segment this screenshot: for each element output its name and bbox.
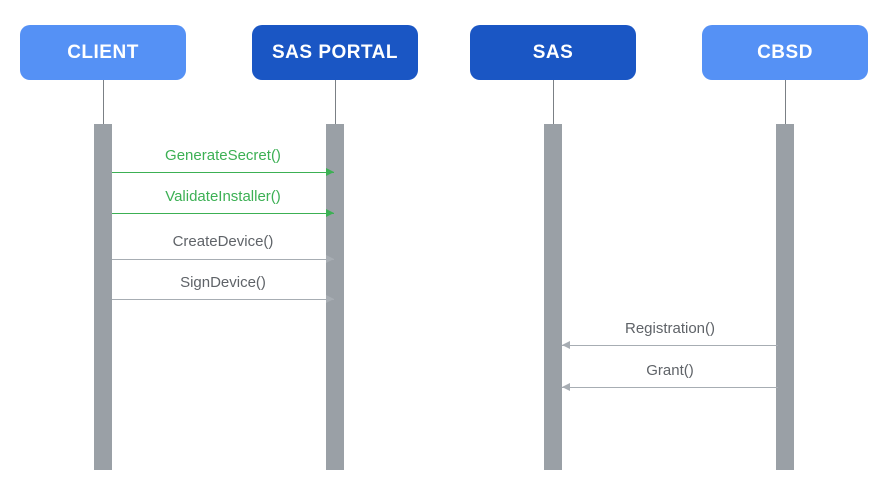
lifeline-sas	[553, 80, 554, 126]
message-arrowhead-sign-device	[326, 295, 334, 303]
message-arrowhead-validate-installer	[326, 209, 334, 217]
message-arrowhead-registration	[562, 341, 570, 349]
lifeline-sas-portal	[335, 80, 336, 126]
actor-label-sas: SAS	[532, 41, 574, 63]
message-arrowhead-create-device	[326, 255, 334, 263]
actor-box-cbsd[interactable]: CBSD	[702, 25, 868, 80]
actor-label-client: CLIENT	[67, 41, 139, 63]
message-arrowhead-generate-secret	[326, 168, 334, 176]
actor-label-sas-portal: SAS PORTAL	[271, 41, 399, 63]
message-label-generate-secret: GenerateSecret()	[165, 147, 281, 164]
message-line-grant	[562, 387, 778, 388]
message-arrowhead-grant	[562, 383, 570, 391]
message-label-validate-installer: ValidateInstaller()	[165, 188, 281, 205]
message-line-sign-device	[112, 299, 334, 300]
message-label-registration: Registration()	[624, 320, 716, 337]
message-label-grant: Grant()	[646, 362, 694, 379]
lifeline-cbsd	[785, 80, 786, 126]
message-line-registration	[562, 345, 778, 346]
message-line-validate-installer	[112, 213, 334, 214]
actor-box-client[interactable]: CLIENT	[20, 25, 186, 80]
message-line-generate-secret	[112, 172, 334, 173]
activation-bar-cbsd	[776, 124, 794, 470]
message-label-create-device: CreateDevice()	[172, 233, 274, 250]
message-label-sign-device: SignDevice()	[180, 274, 266, 291]
activation-bar-client	[94, 124, 112, 470]
message-line-create-device	[112, 259, 334, 260]
actor-label-cbsd: CBSD	[757, 41, 813, 63]
actor-box-sas-portal[interactable]: SAS PORTAL	[252, 25, 418, 80]
actor-box-sas[interactable]: SAS	[470, 25, 636, 80]
lifeline-client	[103, 80, 104, 126]
activation-bar-sas	[544, 124, 562, 470]
